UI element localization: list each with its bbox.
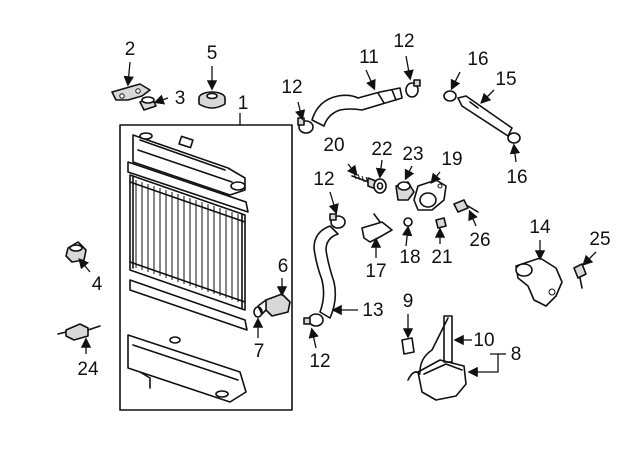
callout-26: 26 <box>469 230 490 251</box>
callout-6: 6 <box>278 256 289 277</box>
bracket-17 <box>361 213 393 243</box>
drain-cock-o-ring <box>253 306 263 318</box>
hose-clamp-16-bottom <box>507 132 521 144</box>
callout-5: 5 <box>207 43 218 64</box>
callout-8: 8 <box>511 344 522 365</box>
callout-18: 18 <box>399 247 420 268</box>
callout-20: 20 <box>323 135 344 156</box>
radiator-cap <box>198 91 226 109</box>
sensor-26 <box>453 199 479 213</box>
drain-cock <box>257 293 291 317</box>
callout-16-bottom: 16 <box>506 167 527 188</box>
callout-19: 19 <box>441 149 462 170</box>
upper-radiator-hose <box>311 87 403 127</box>
hose-clamp-16-top <box>443 90 457 102</box>
bypass-hose <box>457 95 513 137</box>
callout-4: 4 <box>92 274 103 295</box>
water-inlet-housing <box>413 179 447 211</box>
callout-12-lower: 12 <box>309 351 330 372</box>
radiator-lower-tank <box>127 334 247 403</box>
callout-14: 14 <box>529 217 551 238</box>
callout-7: 7 <box>254 341 265 362</box>
drain-plug <box>65 241 87 263</box>
callout-1: 1 <box>238 93 249 114</box>
thermostat <box>395 181 415 201</box>
callout-16-top: 16 <box>467 49 488 70</box>
callout-13: 13 <box>362 300 383 321</box>
radiator-bracket <box>111 83 151 101</box>
radiator-lower-gasket <box>129 279 248 331</box>
clip-18 <box>403 217 413 227</box>
bolt-20 <box>351 172 377 190</box>
hose-clamp-lower-bottom <box>303 313 324 327</box>
callout-21: 21 <box>431 247 452 268</box>
radiator-bushing <box>139 96 157 111</box>
coolant-reservoir <box>407 359 467 401</box>
radiator-assembly-box <box>119 124 293 411</box>
callout-22: 22 <box>371 139 392 160</box>
reservoir-cap-9 <box>401 337 415 355</box>
callout-12-upper-left: 12 <box>281 77 302 98</box>
lower-radiator-hose <box>313 225 339 319</box>
reservoir-hose-10 <box>419 315 453 373</box>
callout-labels: 1 2 3 5 4 6 7 24 12 11 12 16 15 16 20 22… <box>77 31 610 380</box>
radiator-upper-gasket <box>127 161 249 213</box>
callout-25: 25 <box>589 229 610 250</box>
hose-clamp-lower-top <box>329 213 346 229</box>
gasket-22 <box>373 178 387 194</box>
nut-21 <box>435 217 447 229</box>
callout-2: 2 <box>125 39 136 60</box>
callout-11: 11 <box>359 47 379 68</box>
callout-23: 23 <box>402 144 423 165</box>
callout-3: 3 <box>175 88 186 109</box>
temperature-sensor <box>57 323 101 341</box>
radiator-core <box>129 174 246 311</box>
callout-12-middle: 12 <box>313 169 334 190</box>
callout-10: 10 <box>473 330 494 351</box>
callout-9: 9 <box>403 291 414 312</box>
callout-17: 17 <box>365 261 386 282</box>
sensor-25 <box>573 263 587 289</box>
radiator-upper-tank <box>132 132 246 196</box>
water-outlet <box>515 257 563 307</box>
hose-clamp-upper-left <box>297 117 314 134</box>
callout-24: 24 <box>77 359 99 380</box>
leader-lines <box>78 55 597 378</box>
callout-12-upper-right: 12 <box>393 31 414 52</box>
callout-15: 15 <box>495 69 516 90</box>
hose-clamp-upper-right <box>405 79 421 98</box>
